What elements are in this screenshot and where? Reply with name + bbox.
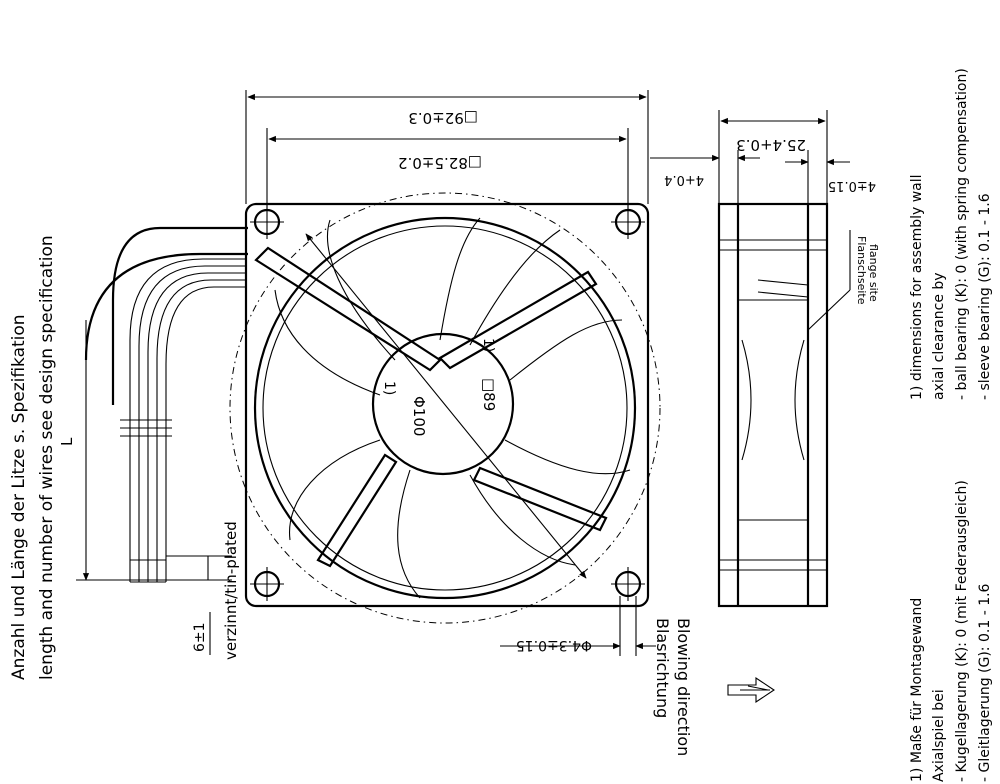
blowing-direction: Blasrichtung Blowing direction: [653, 618, 775, 756]
note-en-1: 1) dimensions for assembly wall: [909, 174, 925, 400]
diameter-label: Φ100: [410, 396, 428, 436]
hub-label: □89: [480, 378, 498, 411]
strip-length-label: 6±1: [192, 622, 208, 652]
flange-de-label: Flanschseite: [855, 236, 868, 305]
note-en-2: axial clearance by: [931, 272, 947, 400]
flange-back-label: 4±0.15: [828, 178, 876, 193]
hole-dimension: Φ4.3±0.15: [500, 596, 656, 656]
note-en-4: - sleeve bearing (G): 0.1 - 1.6: [977, 193, 993, 400]
notes-english: 1) dimensions for assembly wall axial cl…: [909, 68, 993, 400]
fan-blades: [274, 217, 631, 599]
outer-frame-label: □92±0.3: [408, 109, 478, 127]
mounting-hole: [611, 205, 645, 239]
blowing-de-label: Blasrichtung: [653, 618, 672, 718]
blowing-en-label: Blowing direction: [674, 618, 693, 756]
wire-length-label: L: [58, 437, 76, 446]
wire-spec-english: length and number of wires see design sp…: [37, 235, 57, 680]
note-de-3: - Kugellagerung (K): 0 (mit Federausglei…: [954, 480, 970, 782]
depth-dimension: 25.4+0.3 4+0.4 4±0.15: [650, 110, 876, 204]
hole-spacing-label: □82.5±0.2: [398, 154, 482, 172]
frame-dimension: □92±0.3 □82.5±0.2: [245, 90, 649, 210]
flange-en-label: flange site: [867, 244, 880, 302]
blowing-arrow-icon: [727, 676, 775, 704]
fan-side-view: [717, 202, 829, 608]
note-mark: 1): [381, 381, 397, 395]
note-de-2: Axialspiel bei: [931, 689, 947, 782]
note-de-1: 1) Maße für Montagewand: [909, 598, 925, 782]
note-en-3: - ball bearing (K): 0 (with spring compe…: [954, 68, 970, 400]
note-mark: 1): [480, 338, 496, 352]
hole-dia-label: Φ4.3±0.15: [516, 637, 592, 653]
wire-bundle: [84, 226, 248, 583]
notes-german: 1) Maße für Montagewand Axialspiel bei -…: [909, 480, 993, 782]
fan-front-view: Φ100 □89 1) 1): [229, 192, 661, 624]
wire-length-dimension: L 6±1 verzinnt/tin-plated: [58, 320, 240, 660]
note-de-4: - Gleitlagerung (G): 0.1 - 1.6: [977, 583, 993, 782]
flange-front-label: 4+0.4: [664, 172, 704, 187]
mounting-hole: [611, 567, 645, 601]
mounting-hole: [250, 567, 284, 601]
flange-side-callout: Flanschseite flange site: [807, 230, 880, 331]
depth-label: 25.4+0.3: [736, 136, 806, 154]
wire-spec-german: Anzahl und Länge der Litze s. Spezifikat…: [9, 314, 29, 680]
mounting-hole: [250, 205, 284, 239]
tin-plated-label: verzinnt/tin-plated: [222, 521, 240, 660]
